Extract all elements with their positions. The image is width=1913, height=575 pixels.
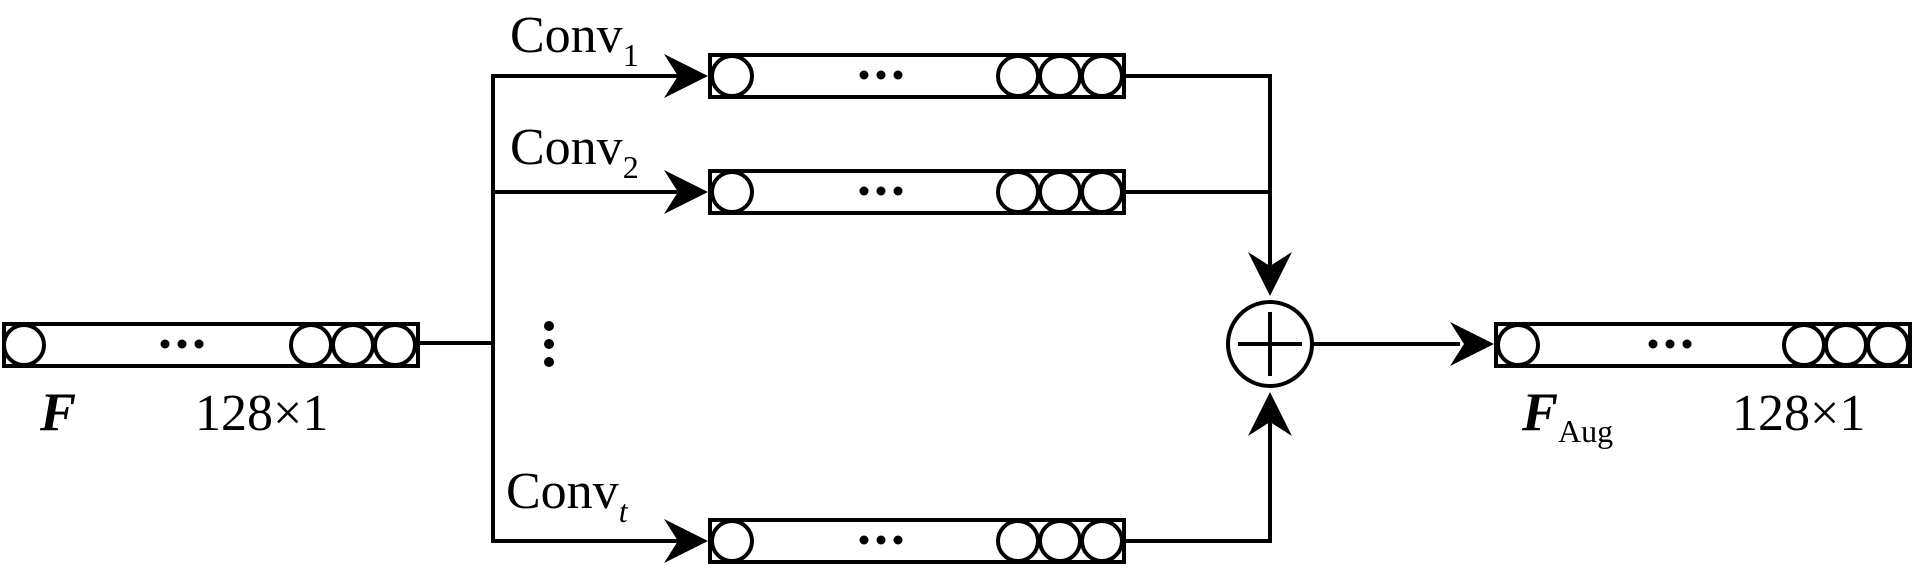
input-node-last [373, 323, 417, 367]
output-node [1782, 323, 1826, 367]
branch-ellipsis-dot [876, 70, 886, 80]
branch-ellipsis-dot [876, 186, 886, 196]
input-symbol: F [39, 382, 76, 442]
branch-node [1038, 54, 1082, 98]
branch-ellipsis-dot [859, 186, 869, 196]
branch-node [710, 519, 754, 563]
branch-node [1038, 170, 1082, 214]
branch-ellipsis-dot [893, 70, 903, 80]
input-dim-label: 128×1 [195, 385, 328, 442]
input-ellipsis-dot [194, 339, 204, 349]
output-node-first [1496, 323, 1540, 367]
branch-2-label: Conv2 [510, 119, 639, 185]
arrow-right-icon [664, 170, 708, 214]
branch-node [710, 54, 754, 98]
branch-node [1038, 519, 1082, 563]
output-ellipsis-dot [1682, 339, 1692, 349]
arrow-right-icon [664, 519, 708, 563]
branch-node [710, 170, 754, 214]
branch-ellipsis-dot [893, 186, 903, 196]
branch-1-vector [708, 53, 1126, 99]
output-ellipsis-dot [1665, 339, 1675, 349]
branch-ellipsis-dot [544, 339, 554, 349]
circled-plus-icon [1226, 300, 1314, 388]
branch-node [996, 170, 1040, 214]
arrow-right-icon [1450, 322, 1494, 366]
output-symbol: FAug [1521, 382, 1613, 449]
branch-2-vector [708, 169, 1126, 215]
output-node-last [1866, 323, 1910, 367]
input-node-first [2, 323, 46, 367]
branch-t-vector [708, 518, 1126, 564]
branch-node [1080, 54, 1124, 98]
branch-t-label: Convt [506, 463, 629, 529]
branch-1-label: Conv1 [510, 7, 639, 73]
branch-ellipsis-dot [544, 357, 554, 367]
input-vector [2, 322, 420, 368]
branch-node [996, 54, 1040, 98]
branch-node [1080, 519, 1124, 563]
branch-node [1080, 170, 1124, 214]
input-node [331, 323, 375, 367]
output-dim-label: 128×1 [1732, 385, 1865, 442]
arrow-down-icon [1248, 252, 1292, 296]
branch-ellipsis-dot [859, 70, 869, 80]
branch-ellipsis-dot [893, 535, 903, 545]
branch-node [996, 519, 1040, 563]
branch-ellipsis-dot [876, 535, 886, 545]
input-ellipsis-dot [177, 339, 187, 349]
output-vector [1494, 322, 1912, 368]
output-node [1824, 323, 1868, 367]
output-ellipsis-dot [1648, 339, 1658, 349]
branch-ellipsis-dot [859, 535, 869, 545]
arrow-up-icon [1248, 392, 1292, 436]
input-node [289, 323, 333, 367]
input-ellipsis-dot [160, 339, 170, 349]
arrow-right-icon [664, 54, 708, 98]
branch-ellipsis-dot [544, 321, 554, 331]
